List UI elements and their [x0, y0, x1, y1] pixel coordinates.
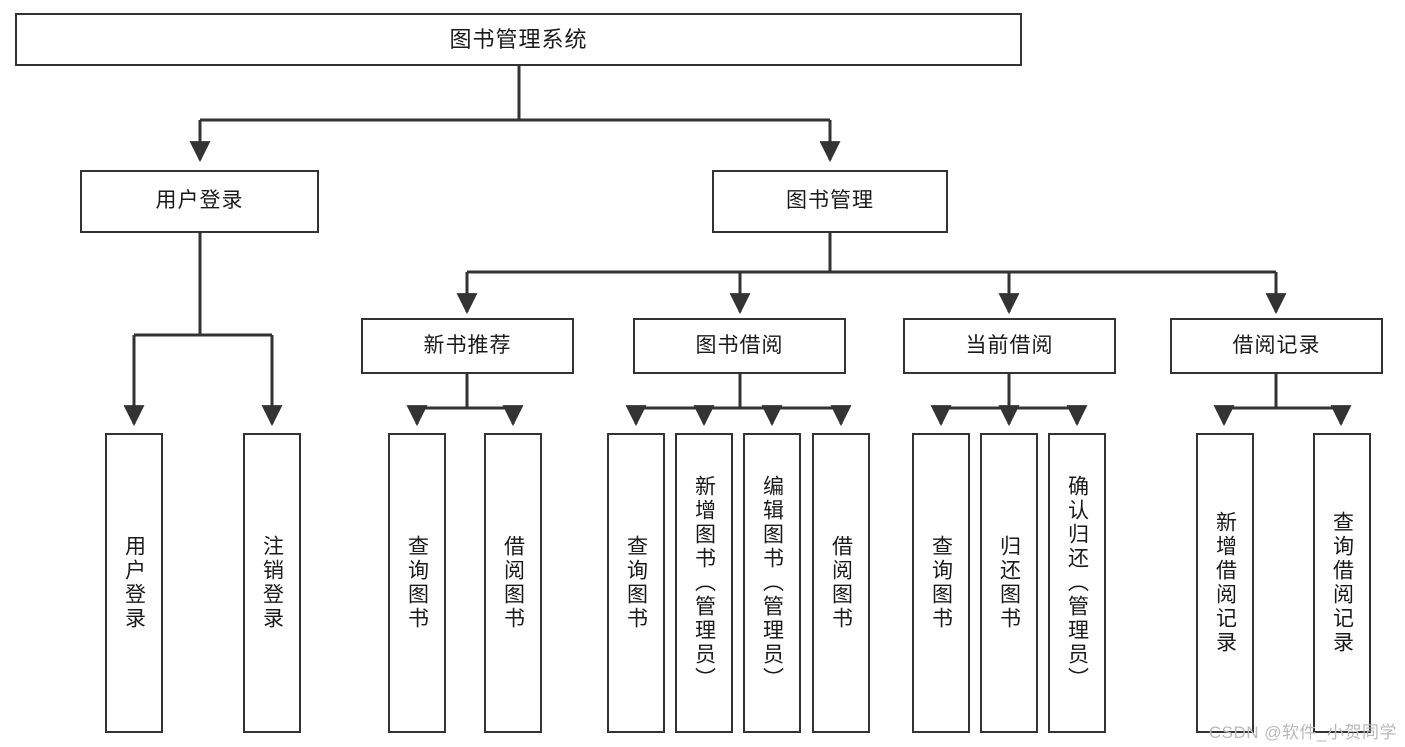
leaf-user-login-logout[interactable]: 注销登录: [243, 433, 301, 733]
node-borrow-record[interactable]: 借阅记录: [1170, 318, 1383, 374]
leaf-borrow-record-query-record[interactable]: 查询借阅记录: [1313, 433, 1371, 733]
leaf-book-borrow-edit-book-admin[interactable]: 编辑图书（管理员）: [743, 433, 801, 733]
node-label: 图书借阅: [695, 333, 784, 357]
node-label: 编辑图书（管理员）: [760, 475, 784, 691]
node-label: 查询图书: [929, 535, 953, 631]
leaf-borrow-record-add-record[interactable]: 新增借阅记录: [1196, 433, 1254, 733]
leaf-user-login-login[interactable]: 用户登录: [105, 433, 163, 733]
node-label: 确认归还（管理员）: [1065, 475, 1089, 691]
node-label: 当前借阅: [965, 333, 1054, 357]
node-label: 新增图书（管理员）: [692, 475, 716, 691]
leaf-current-borrow-query-book[interactable]: 查询图书: [912, 433, 970, 733]
node-label: 借阅图书: [501, 535, 525, 631]
node-new-book-recommend[interactable]: 新书推荐: [361, 318, 574, 374]
node-label: 新增借阅记录: [1213, 511, 1237, 655]
node-label: 注销登录: [260, 535, 284, 631]
node-current-borrow[interactable]: 当前借阅: [903, 318, 1116, 374]
leaf-current-borrow-confirm-return-admin[interactable]: 确认归还（管理员）: [1048, 433, 1106, 733]
node-label: 用户登录: [122, 535, 146, 631]
leaf-new-book-query-book[interactable]: 查询图书: [388, 433, 446, 733]
node-label: 用户登录: [155, 189, 244, 213]
node-label: 查询借阅记录: [1330, 511, 1354, 655]
node-label: 借阅图书: [829, 535, 853, 631]
node-label: 归还图书: [997, 535, 1021, 631]
node-root-book-management-system[interactable]: 图书管理系统: [15, 13, 1022, 66]
node-label: 查询图书: [405, 535, 429, 631]
leaf-book-borrow-add-book-admin[interactable]: 新增图书（管理员）: [675, 433, 733, 733]
node-label: 图书管理系统: [449, 26, 588, 52]
node-label: 图书管理: [786, 189, 874, 213]
node-label: 查询图书: [624, 535, 648, 631]
leaf-book-borrow-borrow-book[interactable]: 借阅图书: [812, 433, 870, 733]
node-book-management[interactable]: 图书管理: [712, 170, 948, 233]
node-label: 借阅记录: [1232, 333, 1321, 357]
leaf-new-book-borrow-book[interactable]: 借阅图书: [484, 433, 542, 733]
node-label: 新书推荐: [423, 333, 512, 357]
leaf-book-borrow-query-book[interactable]: 查询图书: [607, 433, 665, 733]
node-user-login[interactable]: 用户登录: [80, 170, 319, 233]
leaf-current-borrow-return-book[interactable]: 归还图书: [980, 433, 1038, 733]
node-book-borrow[interactable]: 图书借阅: [633, 318, 846, 374]
watermark-text: CSDN @软件_小贺同学: [1208, 723, 1397, 742]
